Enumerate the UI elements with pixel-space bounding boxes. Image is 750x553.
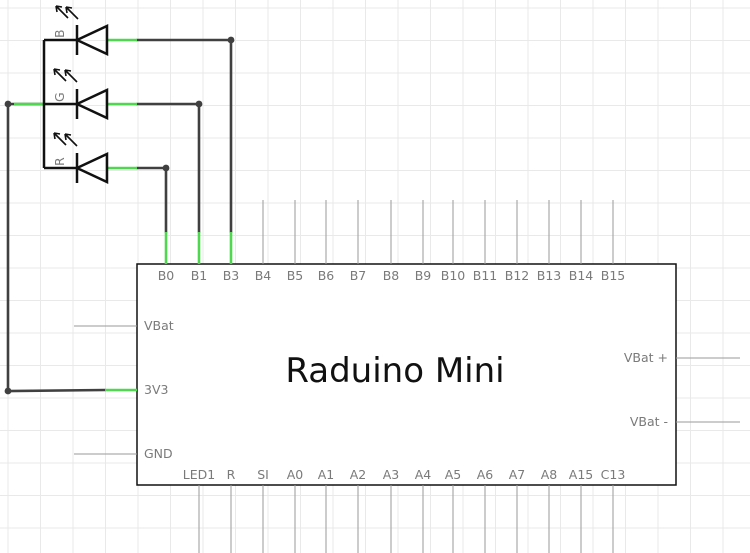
pin-label-led1: LED1	[183, 467, 215, 482]
pin-label-a3: A3	[383, 467, 400, 482]
pin-label-b0: B0	[158, 268, 175, 283]
pin-label-b3: B3	[223, 268, 240, 283]
pin-label-a6: A6	[477, 467, 494, 482]
connected-pin-highlights	[14, 38, 233, 392]
pin-label-b12: B12	[505, 268, 529, 283]
pin-label-c13: C13	[601, 467, 626, 482]
diode-triangle-icon	[74, 88, 109, 120]
pin-label-a4: A4	[415, 467, 432, 482]
pin-label-b4: B4	[255, 268, 272, 283]
wire-bend-dot	[162, 164, 170, 172]
pin-label-r: R	[227, 467, 236, 482]
wire-common-to-3v3[interactable]	[6, 102, 107, 393]
left-pin-header: VBat 3V3 GND	[74, 318, 174, 461]
pin-label-a2: A2	[350, 467, 367, 482]
pin-label-a15: A15	[569, 467, 593, 482]
pin-label-a5: A5	[445, 467, 462, 482]
rgb-led[interactable]: B G R	[42, 5, 109, 184]
pin-label-gnd: GND	[144, 446, 173, 461]
wire-bend-dot	[195, 100, 203, 108]
pin-label-b11: B11	[473, 268, 497, 283]
led-b-diode: B	[52, 5, 109, 56]
light-arrow-icon	[64, 133, 78, 147]
led-label-b: B	[52, 29, 67, 38]
top-pin-header: B0 B1 B3 B4 B5 B6 B7 B8 B9 B10 B11 B12 B13 B14 B15	[158, 200, 625, 283]
wire-bend-dot	[4, 387, 12, 395]
pin-label-vbat-plus: VBat +	[624, 350, 668, 365]
pin-label-3v3: 3V3	[144, 382, 168, 397]
pin-label-b14: B14	[569, 268, 594, 283]
pin-label-si: SI	[257, 467, 269, 482]
pin-label-a7: A7	[509, 467, 526, 482]
light-arrow-icon	[64, 69, 78, 83]
pin-label-a0: A0	[287, 467, 304, 482]
pin-label-b6: B6	[318, 268, 335, 283]
board-outline[interactable]	[136, 263, 677, 486]
right-pin-header: VBat + VBat -	[624, 350, 740, 429]
pin-label-vbat-minus: VBat -	[630, 414, 668, 429]
wire-led-r-to-b0[interactable]	[135, 166, 168, 234]
board-title: Raduino Mini	[285, 351, 504, 391]
diode-triangle-icon	[74, 152, 109, 184]
pin-label-a1: A1	[318, 467, 335, 482]
bottom-pin-header: LED1 R SI A0 A1 A2 A3 A4 A5 A6 A7 A8 A15 C13	[183, 467, 626, 553]
diode-triangle-icon	[74, 24, 109, 56]
led-g-diode: G	[52, 68, 109, 120]
led-r-diode: R	[52, 132, 109, 184]
led-label-g: G	[52, 92, 67, 102]
pin-label-b15: B15	[601, 268, 625, 283]
pin-label-b9: B9	[415, 268, 432, 283]
pin-label-a8: A8	[541, 467, 558, 482]
wire-bend-dot	[4, 100, 12, 108]
light-arrow-icon	[53, 68, 67, 82]
light-arrow-icon	[65, 6, 79, 20]
pin-label-b13: B13	[537, 268, 561, 283]
pin-label-b1: B1	[191, 268, 208, 283]
pin-label-b10: B10	[441, 268, 466, 283]
wire-bend-dot	[227, 36, 235, 44]
light-arrow-icon	[53, 132, 67, 146]
pin-label-b7: B7	[350, 268, 367, 283]
led-label-r: R	[52, 157, 67, 166]
light-arrow-icon	[55, 5, 69, 19]
pin-label-b5: B5	[287, 268, 304, 283]
pin-label-b8: B8	[383, 268, 400, 283]
pin-label-vbat: VBat	[144, 318, 174, 333]
